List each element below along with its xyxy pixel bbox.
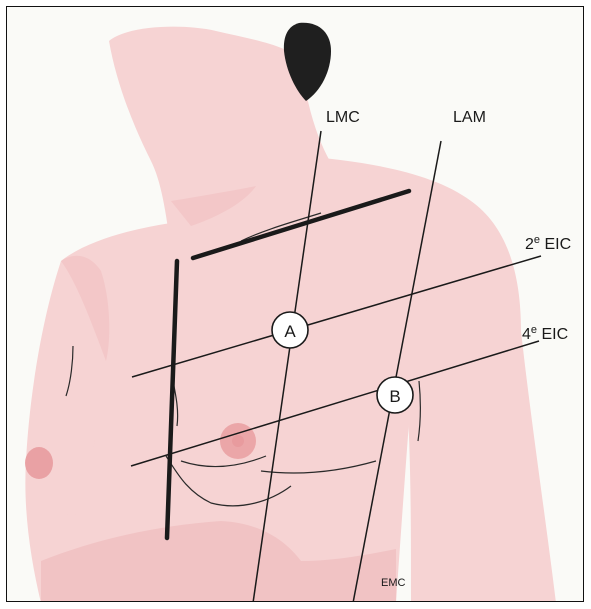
point-a-label: A [284,322,296,341]
eic2-text: EIC [540,236,571,253]
eic4-number: 4 [522,326,531,343]
eic4-text: EIC [537,326,568,343]
point-b-label: B [389,387,400,406]
eic4-label: 4e EIC [522,324,568,343]
right-nipple [232,435,244,447]
eic2-label: 2e EIC [525,234,571,253]
diagram-frame: A B LMC LAM 2e EIC 4e EIC EMC [6,6,584,602]
lam-label: LAM [453,109,486,126]
eic2-number: 2 [525,236,534,253]
anatomy-svg: A B LMC LAM 2e EIC 4e EIC EMC [7,7,584,602]
emc-watermark: EMC [381,577,406,589]
left-nipple [25,447,53,479]
lmc-label: LMC [326,109,360,126]
